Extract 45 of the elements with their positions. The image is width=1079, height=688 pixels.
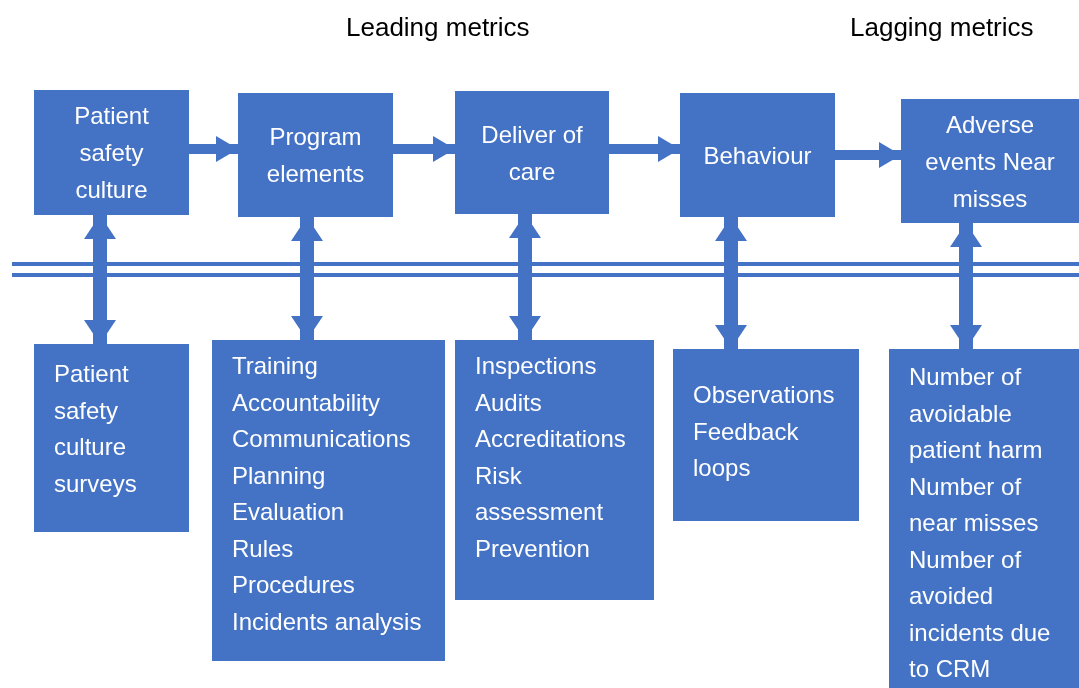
box-title: Patient safety culture — [73, 101, 150, 205]
arrow — [393, 136, 455, 162]
metrics-box — [34, 344, 189, 532]
metric-item: Inspections — [475, 351, 598, 381]
metric-item: Procedures — [232, 570, 356, 600]
double-arrow — [509, 214, 541, 340]
metrics-box — [455, 340, 654, 600]
double-arrow — [715, 217, 747, 349]
metric-item: Evaluation — [232, 497, 346, 527]
section-heading: Leading metrics — [346, 12, 530, 43]
box-title: Adverse events Near misses — [924, 109, 1056, 214]
metric-item: Audits — [475, 387, 543, 418]
arrow — [835, 142, 901, 168]
metric-item: Communications — [232, 424, 412, 454]
metric-item: Prevention — [475, 533, 591, 564]
metric-item: Planning — [232, 460, 327, 491]
metric-item: Number of near misses — [909, 471, 1040, 538]
process-box — [34, 90, 189, 215]
metric-item: Accountability — [232, 387, 382, 418]
metric-item: Incidents analysis — [232, 606, 423, 637]
metric-item: Observations — [693, 380, 836, 410]
process-box — [680, 93, 835, 217]
double-arrow — [291, 217, 323, 340]
metrics-box — [673, 349, 859, 521]
metrics-box — [889, 349, 1079, 688]
metrics-box — [212, 340, 445, 661]
metric-item: Number of avoided incidents due to CRM — [909, 544, 1052, 684]
box-title: Deliver of care — [480, 119, 584, 187]
double-arrow — [950, 223, 982, 349]
process-box — [901, 99, 1079, 223]
box-title: Program elements — [265, 122, 366, 189]
metric-item: Feedback loops — [693, 416, 800, 483]
box-title: Behaviour — [703, 140, 812, 171]
metric-item: Training — [232, 351, 319, 381]
metric-item: Number of avoidable patient harm — [909, 362, 1044, 465]
process-box — [455, 91, 609, 214]
arrow — [189, 136, 238, 162]
section-heading: Lagging metrics — [850, 12, 1034, 43]
metric-item: Patient safety culture surveys — [54, 359, 138, 499]
arrow — [609, 136, 680, 162]
metric-item: Rules — [232, 533, 295, 564]
double-arrow — [84, 215, 116, 344]
metric-item: Risk assessment — [475, 460, 605, 527]
metric-item: Accreditations — [475, 424, 627, 454]
process-box — [238, 93, 393, 217]
